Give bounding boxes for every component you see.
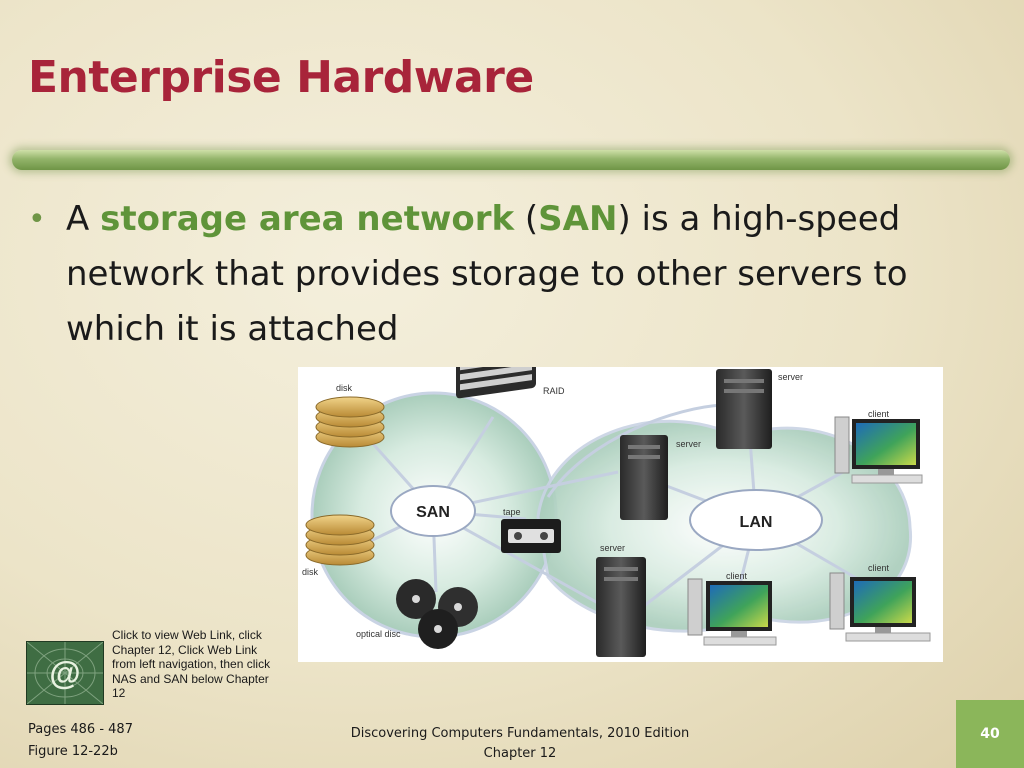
server-center-label: server <box>676 439 701 449</box>
lan-hub-label: LAN <box>740 514 773 531</box>
optical-discs <box>396 579 478 649</box>
svg-text:@: @ <box>49 655 80 691</box>
bullet-text-part1: A <box>66 199 101 239</box>
disk-stack-bottom <box>305 514 375 566</box>
server-top-label: server <box>778 372 803 382</box>
server-center <box>620 435 668 520</box>
san-hub: SAN <box>390 485 476 537</box>
client-bottom-mid <box>687 578 777 646</box>
server-bottom <box>596 557 646 657</box>
footer-book-title: Discovering Computers Fundamentals, 2010… <box>350 726 690 741</box>
footer-chapter: Chapter 12 <box>483 746 557 761</box>
footer-book-info: Discovering Computers Fundamentals, 2010… <box>330 724 710 764</box>
tape-label: tape <box>503 507 521 517</box>
disk-bottom-label: disk <box>302 567 319 577</box>
web-link-instructions: Click to view Web Link, click Chapter 12… <box>112 628 271 700</box>
disk-stack-top <box>315 396 385 448</box>
optical-disc-label: optical disc <box>356 629 401 639</box>
slide-number: 40 <box>956 700 1024 768</box>
san-hub-label: SAN <box>416 504 450 521</box>
server-bottom-label: server <box>600 543 625 553</box>
slide-title: Enterprise Hardware <box>28 52 534 103</box>
bullet-marker: • <box>28 202 46 237</box>
lan-hub: LAN <box>689 489 823 551</box>
network-diagram-svg: SAN LAN disk disk RAID <box>302 348 931 657</box>
figure-reference: Figure 12-22b <box>28 744 118 759</box>
title-divider <box>12 150 1010 170</box>
client-bottom-right <box>829 572 931 642</box>
tape-drive <box>501 519 561 553</box>
server-top <box>716 369 772 449</box>
pages-reference: Pages 486 - 487 <box>28 722 133 737</box>
client-bottom-right-label: client <box>868 563 890 573</box>
bullet-text-part2: ( <box>514 199 539 239</box>
bullet-text: A storage area network (SAN) is a high-s… <box>66 192 998 357</box>
client-top-right <box>834 416 923 484</box>
bullet-term: storage area network <box>100 199 515 239</box>
san-lan-diagram: SAN LAN disk disk RAID <box>298 348 943 662</box>
client-top-right-label: client <box>868 409 890 419</box>
raid-array <box>456 348 536 399</box>
bullet-point: • A storage area network (SAN) is a high… <box>28 192 998 357</box>
web-link-button[interactable]: @ <box>26 641 104 705</box>
disk-top-label: disk <box>336 383 353 393</box>
raid-label: RAID <box>543 386 565 396</box>
bullet-text-part3: ) is a high-speed network that provides … <box>66 199 908 349</box>
client-bottom-mid-label: client <box>726 571 748 581</box>
bullet-abbr: SAN <box>538 199 618 239</box>
at-sign-icon: @ <box>26 641 104 705</box>
